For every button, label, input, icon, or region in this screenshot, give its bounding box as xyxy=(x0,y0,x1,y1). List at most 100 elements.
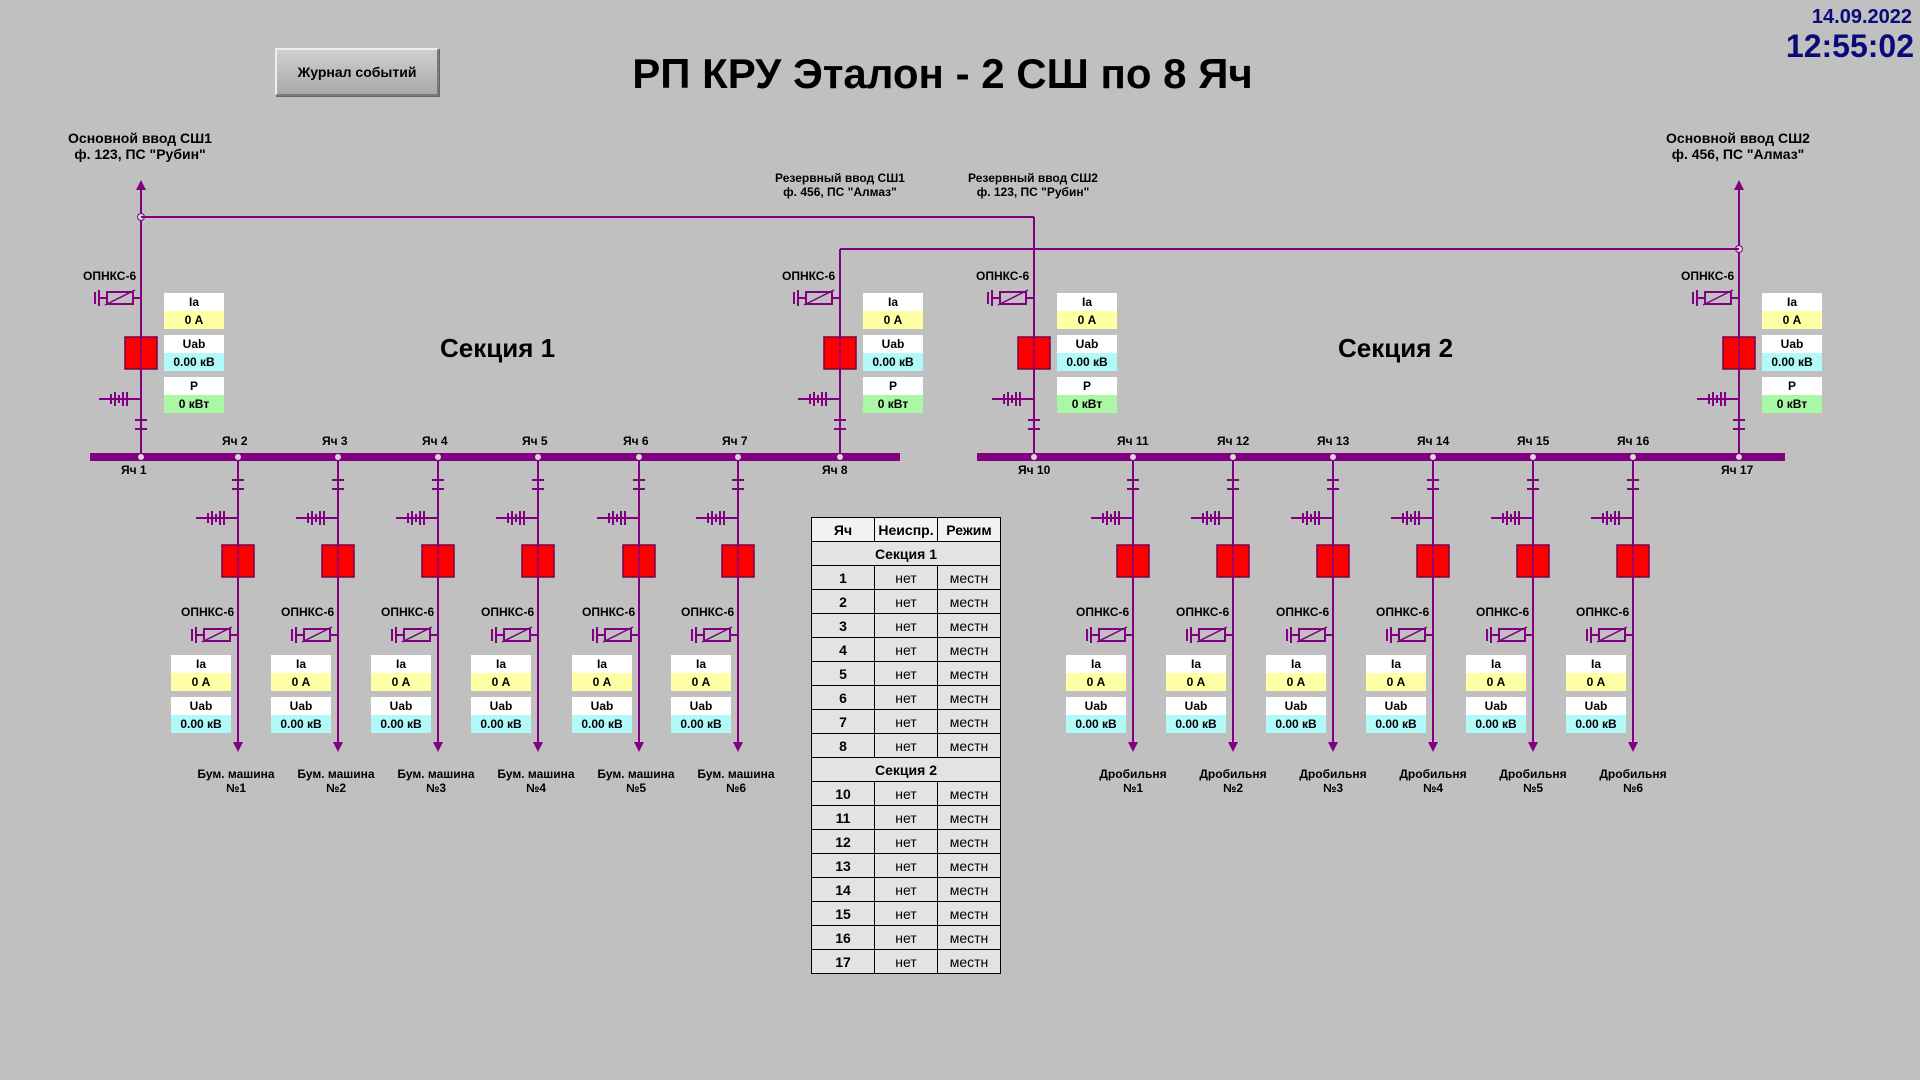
load-number: №2 xyxy=(1222,781,1244,795)
busbar-connection-node xyxy=(1129,453,1137,461)
outgoing-arrow-icon xyxy=(233,742,243,752)
arrester-label-cell-10: ОПНКС-6 xyxy=(976,269,1030,283)
row-cell-number: 16 xyxy=(811,925,875,950)
current-label: Ia xyxy=(1366,655,1426,673)
arrester-varistor xyxy=(1096,626,1128,643)
arrester-varistor xyxy=(997,289,1029,306)
current-value: 0 А xyxy=(1166,673,1226,691)
current-label: Ia xyxy=(1466,655,1526,673)
row-cell-number: 13 xyxy=(811,853,875,878)
voltage-value: 0.00 кВ xyxy=(271,715,331,733)
row-cell-number: 14 xyxy=(811,877,875,902)
outgoing-arrow-icon xyxy=(1228,742,1238,752)
busbar-connection-node xyxy=(234,453,242,461)
row-fault-status: нет xyxy=(874,901,938,926)
outgoing-arrow-icon xyxy=(333,742,343,752)
arrester-varistor xyxy=(201,626,233,643)
arrester-varistor xyxy=(301,626,333,643)
current-value: 0 А xyxy=(1366,673,1426,691)
row-fault-status: нет xyxy=(874,781,938,806)
outgoing-arrow-icon xyxy=(1128,742,1138,752)
power-value: 0 кВт xyxy=(1762,395,1822,413)
current-label: Ia xyxy=(671,655,731,673)
voltage-label: Uab xyxy=(1266,697,1326,715)
row-mode: местн xyxy=(937,685,1001,710)
load-number: №6 xyxy=(725,781,747,795)
main-feed-1-name: Основной ввод СШ1 xyxy=(68,130,212,146)
current-label: Ia xyxy=(1057,293,1117,311)
voltage-value: 0.00 кВ xyxy=(671,715,731,733)
measurements-cell-11: Ia 0 А Uab 0.00 кВ xyxy=(1066,655,1126,733)
voltage-value: 0.00 кВ xyxy=(1366,715,1426,733)
voltage-label: Uab xyxy=(1166,697,1226,715)
power-label: P xyxy=(1057,377,1117,395)
voltage-label: Uab xyxy=(863,335,923,353)
voltage-label: Uab xyxy=(271,697,331,715)
current-label: Ia xyxy=(164,293,224,311)
measurements-cell-2: Ia 0 А Uab 0.00 кВ xyxy=(171,655,231,733)
cell-label-1: Яч 1 xyxy=(121,463,147,477)
current-value: 0 А xyxy=(863,311,923,329)
measurements-cell-16: Ia 0 А Uab 0.00 кВ xyxy=(1566,655,1626,733)
power-label: P xyxy=(863,377,923,395)
measurements-cell-14: Ia 0 А Uab 0.00 кВ xyxy=(1366,655,1426,733)
cell-label-17: Яч 17 xyxy=(1721,463,1754,477)
arrester-label-cell-4: ОПНКС-6 xyxy=(381,605,435,619)
row-fault-status: нет xyxy=(874,613,938,638)
cell-label-5: Яч 5 xyxy=(522,434,548,448)
row-cell-number: 3 xyxy=(811,613,875,638)
cell-label-7: Яч 7 xyxy=(722,434,748,448)
current-value: 0 А xyxy=(1266,673,1326,691)
row-mode: местн xyxy=(937,949,1001,974)
load-name: Дробильня xyxy=(1499,767,1567,781)
current-label: Ia xyxy=(171,655,231,673)
measurements-cell-17: Ia 0 А Uab 0.00 кВ P 0 кВт xyxy=(1762,293,1822,413)
arrester-label-cell-2: ОПНКС-6 xyxy=(181,605,235,619)
voltage-value: 0.00 кВ xyxy=(1466,715,1526,733)
load-name: Бум. машина xyxy=(597,767,675,781)
reserve-feed-2-source: ф. 123, ПС "Рубин" xyxy=(976,185,1090,199)
voltage-value: 0.00 кВ xyxy=(1057,353,1117,371)
arrester-varistor xyxy=(602,626,634,643)
event-journal-button[interactable]: Журнал событий xyxy=(275,48,439,96)
current-value: 0 А xyxy=(1762,311,1822,329)
voltage-label: Uab xyxy=(1762,335,1822,353)
load-number: №4 xyxy=(1422,781,1444,795)
busbar-connection-node xyxy=(334,453,342,461)
arrester-label-cell-7: ОПНКС-6 xyxy=(681,605,735,619)
busbar-connection-node xyxy=(635,453,643,461)
measurements-cell-1: Ia 0 А Uab 0.00 кВ P 0 кВт xyxy=(164,293,224,413)
section-row: Секция 1 xyxy=(811,541,1001,566)
voltage-label: Uab xyxy=(164,335,224,353)
current-label: Ia xyxy=(271,655,331,673)
load-name: Бум. машина xyxy=(297,767,375,781)
load-number: №2 xyxy=(325,781,347,795)
voltage-value: 0.00 кВ xyxy=(572,715,632,733)
main-feed-1-source: ф. 123, ПС "Рубин" xyxy=(74,146,206,162)
row-mode: местн xyxy=(937,901,1001,926)
busbar-section-2 xyxy=(977,453,1785,461)
voltage-label: Uab xyxy=(1066,697,1126,715)
reserve-feed-2-label: Резервный ввод СШ2 ф. 123, ПС "Рубин" xyxy=(933,171,1133,199)
measurements-cell-6: Ia 0 А Uab 0.00 кВ xyxy=(572,655,632,733)
measurements-cell-8: Ia 0 А Uab 0.00 кВ P 0 кВт xyxy=(863,293,923,413)
row-fault-status: нет xyxy=(874,853,938,878)
load-name: Дробильня xyxy=(1599,767,1667,781)
voltage-label: Uab xyxy=(371,697,431,715)
row-mode: местн xyxy=(937,853,1001,878)
outgoing-arrow-icon xyxy=(1528,742,1538,752)
voltage-label: Uab xyxy=(572,697,632,715)
row-mode: местн xyxy=(937,709,1001,734)
measurements-cell-15: Ia 0 А Uab 0.00 кВ xyxy=(1466,655,1526,733)
arrester-label-cell-3: ОПНКС-6 xyxy=(281,605,335,619)
